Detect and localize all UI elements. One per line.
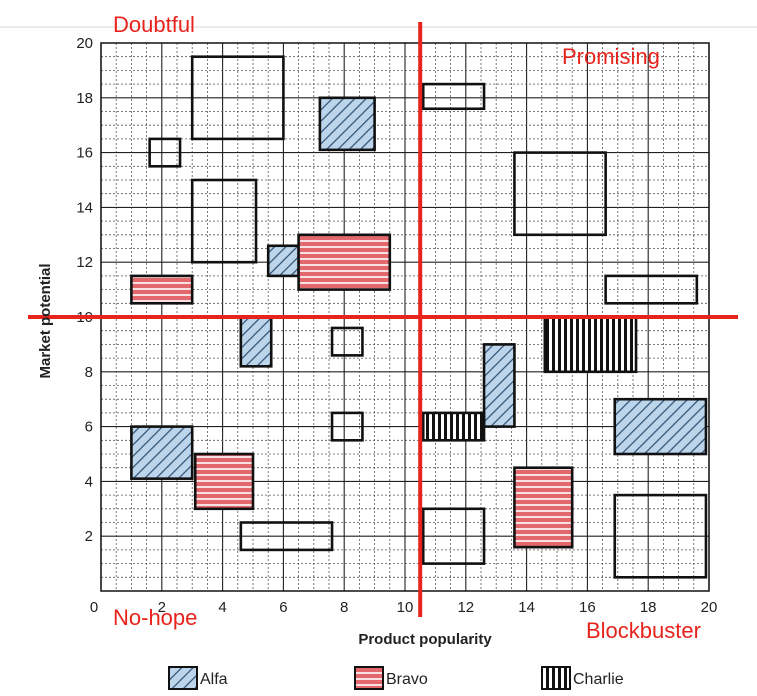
quadrant-label-no-hope: No-hope [113,605,197,630]
product-box-alfa [613,397,708,456]
y-axis-label: Market potential [37,263,54,378]
legend-label-alfa: Alfa [200,671,228,688]
legend-swatch-charlie [541,666,571,690]
x-tick-label: 10 [397,599,414,616]
y-tick-label: 20 [76,35,93,52]
y-tick-label: 18 [76,90,93,107]
y-tick-label: 8 [85,364,93,381]
y-tick-label: 2 [85,528,93,545]
product-box-alfa [239,315,273,368]
legend-swatch-bravo [354,666,384,690]
product-box-unfilled [330,326,364,357]
product-box-unfilled [190,178,258,264]
product-box-bravo [513,466,574,549]
quadrant-label-blockbuster: Blockbuster [586,618,701,643]
quadrant-label-doubtful: Doubtful [113,12,195,37]
legend-swatch-alfa [168,666,198,690]
product-box-unfilled [148,137,182,168]
product-box-alfa [266,244,300,278]
product-box-charlie [421,411,486,442]
x-axis-label: Product popularity [358,631,492,648]
y-tick-label: 12 [76,254,93,271]
y-tick-label: 4 [85,473,93,490]
x-tick-label: 18 [640,599,657,616]
product-box-unfilled [421,507,486,565]
quadrant-dividers [28,22,738,617]
y-tick-label: 6 [85,419,93,436]
product-box-bravo [193,452,255,511]
product-box-unfilled [190,55,285,141]
x-tick-label: 0 [90,599,98,616]
x-tick-label: 12 [457,599,474,616]
product-box-alfa [318,96,376,152]
x-tick-label: 20 [701,599,718,616]
x-tick-label: 4 [218,599,226,616]
product-boxes [130,55,708,579]
y-tick-label: 16 [76,145,93,162]
x-tick-label: 6 [279,599,287,616]
product-box-unfilled [239,521,334,552]
product-box-alfa [130,425,194,480]
product-box-unfilled [604,274,699,305]
legend-label-bravo: Bravo [386,671,428,688]
x-tick-label: 14 [518,599,535,616]
x-tick-labels: 0 2 4 6 8 10 12 14 16 18 20 [90,599,718,616]
product-box-bravo [297,233,392,291]
y-tick-label: 14 [76,199,93,216]
product-box-bravo [130,274,194,305]
product-box-unfilled [330,411,364,442]
product-box-unfilled [421,82,486,111]
legend-label-charlie: Charlie [573,671,624,688]
product-box-charlie [543,315,638,374]
quadrant-label-promising: Promising [562,44,660,69]
x-tick-label: 16 [579,599,596,616]
legend: Alfa Bravo Charlie [168,666,624,690]
x-tick-label: 2 [158,599,166,616]
product-box-alfa [482,343,516,428]
product-box-unfilled [513,151,607,237]
product-box-unfilled [613,493,708,579]
x-tick-label: 8 [340,599,348,616]
